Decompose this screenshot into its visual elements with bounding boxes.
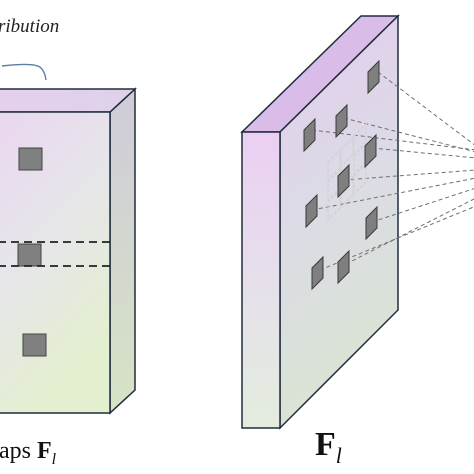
plane-patch-2 xyxy=(303,117,316,153)
left-caption-symbol: F xyxy=(37,438,52,464)
plane-patch-8 xyxy=(337,249,350,285)
left-caption: aps Fl xyxy=(0,438,56,469)
left-patch-middle xyxy=(17,243,42,267)
right-feature-plane xyxy=(240,14,474,430)
right-caption-subscript: l xyxy=(335,442,342,468)
left-caption-text: aps xyxy=(0,438,37,464)
left-caption-subscript: l xyxy=(51,450,57,468)
distribution-brace xyxy=(1,63,47,81)
plane-patches xyxy=(303,59,380,291)
sampling-grid xyxy=(327,122,367,222)
plane-patch-1 xyxy=(367,59,380,95)
plane-patch-6 xyxy=(305,193,318,229)
right-plane-front-face xyxy=(241,131,281,429)
left-patch-top xyxy=(18,147,43,171)
plane-patch-center xyxy=(337,163,350,199)
plane-patch-4 xyxy=(364,133,377,169)
plane-patch-9 xyxy=(311,255,324,291)
left-block-front-face xyxy=(0,111,111,414)
left-block-side-face xyxy=(109,87,136,415)
left-block-top-face xyxy=(0,88,137,113)
left-feature-block xyxy=(0,87,137,415)
right-caption-symbol: F xyxy=(315,426,336,463)
distribution-label: ribution xyxy=(0,16,60,37)
plane-patch-7 xyxy=(365,205,378,241)
plane-patch-3 xyxy=(335,103,348,139)
left-patch-bottom xyxy=(22,333,47,357)
right-caption: Fl xyxy=(315,426,342,469)
